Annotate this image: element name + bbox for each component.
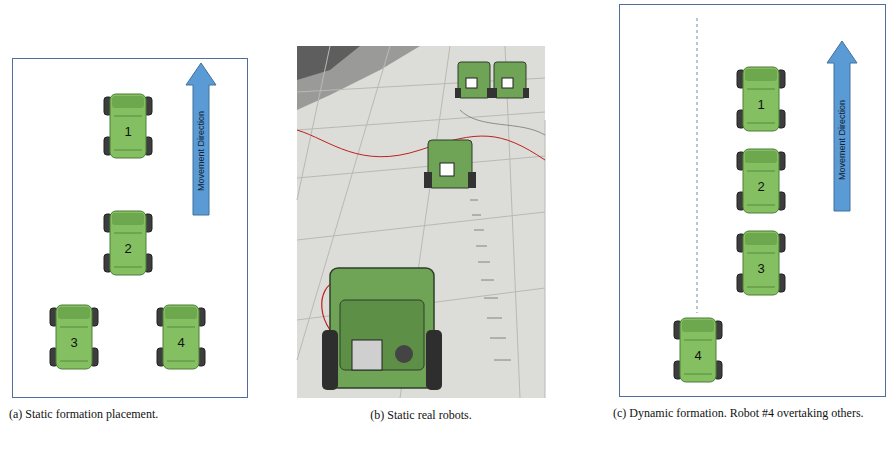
robot-marker: 4 xyxy=(674,316,722,384)
robot-marker: 3 xyxy=(50,303,98,371)
robot-number: 2 xyxy=(104,241,152,256)
robot-marker: 2 xyxy=(737,147,785,215)
robot-number: 4 xyxy=(674,348,722,363)
panel-caption: (a) Static formation placement. xyxy=(9,407,253,421)
robot-marker: 3 xyxy=(737,229,785,297)
direction-arrow: Movement Direction xyxy=(186,63,216,215)
photo-panel: (b) Static real robots. xyxy=(297,46,545,398)
robot-marker: 2 xyxy=(104,209,152,277)
panel-caption: (c) Dynamic formation. Robot #4 overtaki… xyxy=(613,406,885,420)
robot-marker: 4 xyxy=(157,303,205,371)
overtake-path xyxy=(697,18,698,313)
robot-number: 4 xyxy=(157,335,205,350)
direction-arrow: Movement Direction xyxy=(827,41,857,211)
robot-number: 3 xyxy=(50,335,98,350)
robot-number: 1 xyxy=(737,97,785,112)
arrow-label: Movement Direction xyxy=(837,100,847,180)
figure-panel: (a) Static formation placement.1234Movem… xyxy=(12,58,248,398)
robot-marker: 1 xyxy=(104,92,152,160)
figure-panel: (c) Dynamic formation. Robot #4 overtaki… xyxy=(619,4,886,397)
arrow-label: Movement Direction xyxy=(196,111,206,191)
robot-photo xyxy=(297,46,545,398)
robot-number: 3 xyxy=(737,261,785,276)
robot-number: 1 xyxy=(104,124,152,139)
robot-marker: 1 xyxy=(737,65,785,133)
panel-caption: (b) Static real robots. xyxy=(297,408,545,422)
robot-number: 2 xyxy=(737,179,785,194)
